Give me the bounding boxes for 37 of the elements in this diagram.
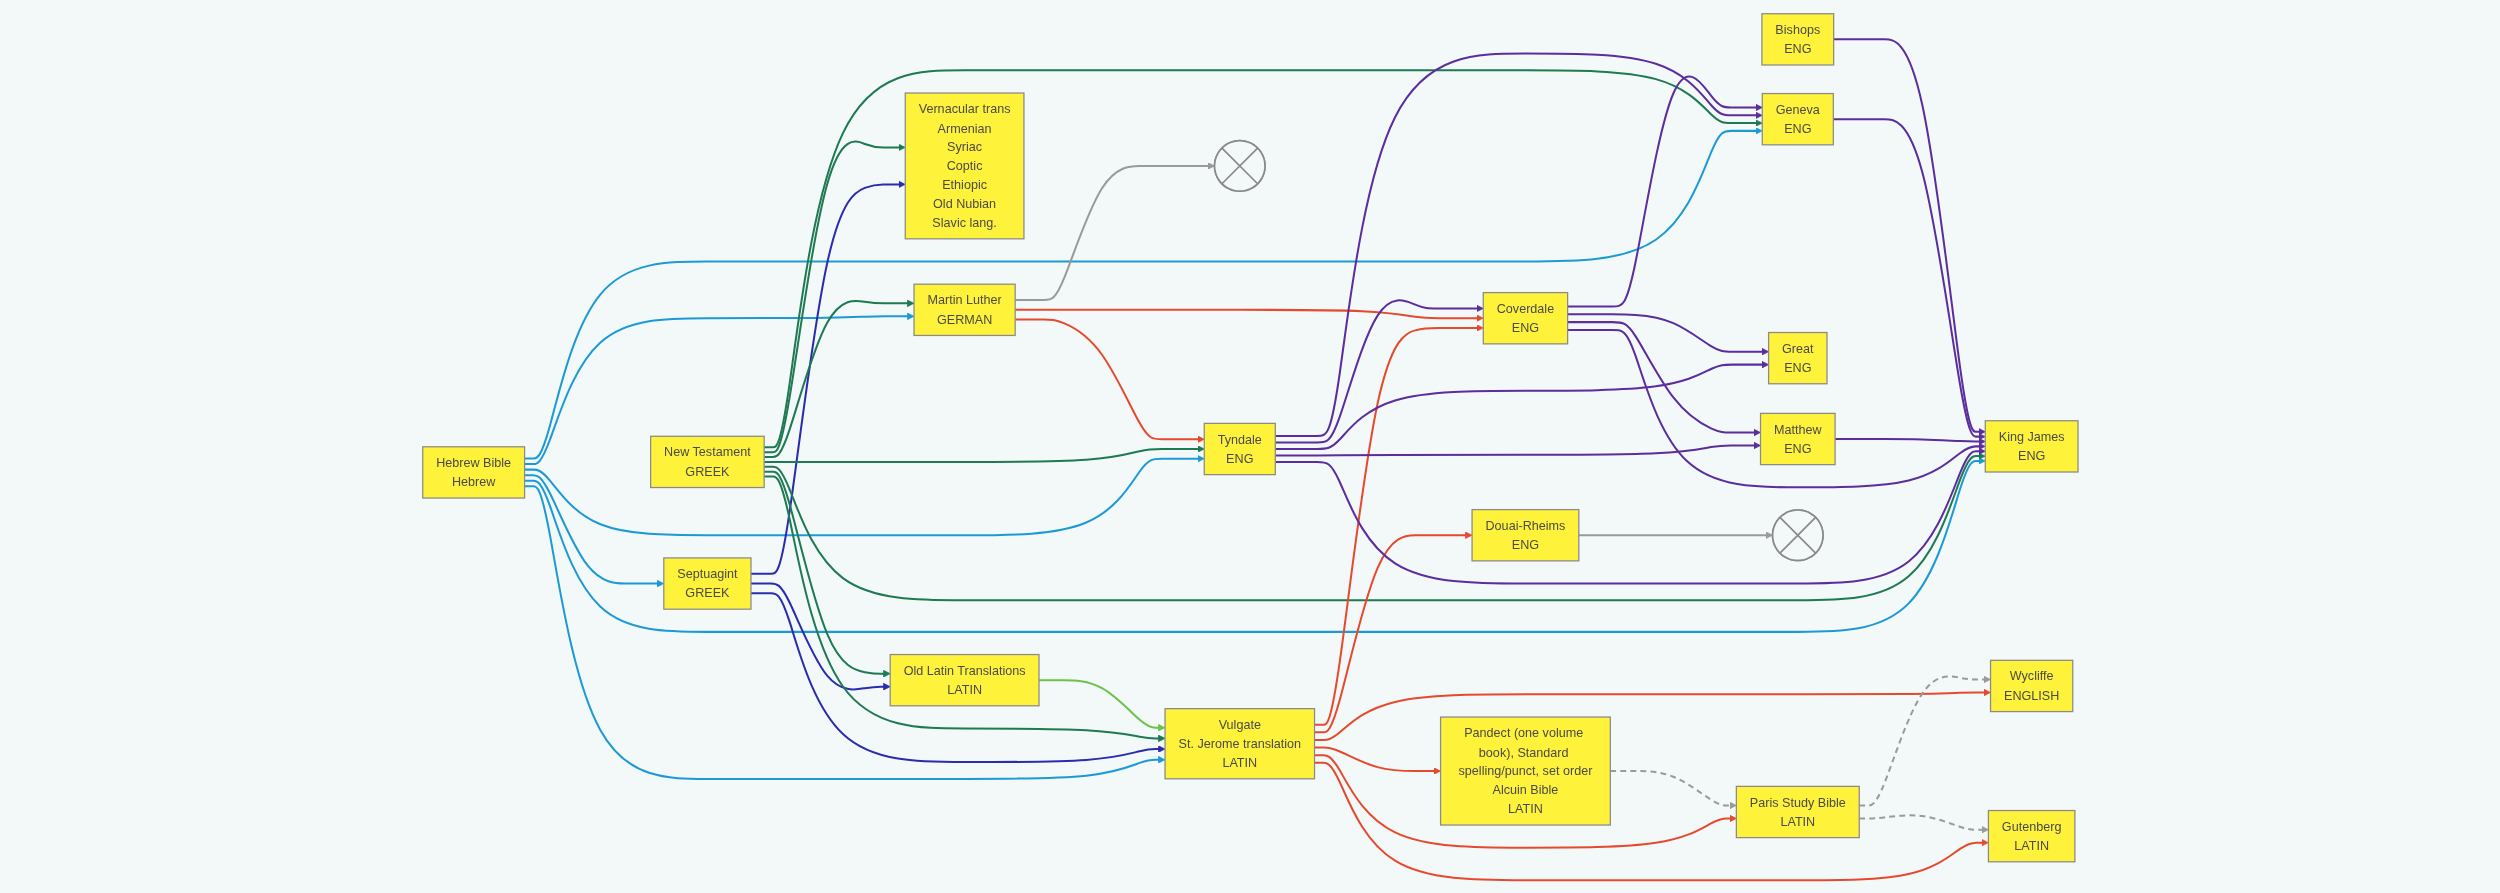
arrow — [1578, 531, 1773, 539]
node-box: Bishops ENG — [1760, 12, 1834, 66]
node-box: New Testament GREEK — [649, 435, 765, 488]
node-box: Coverdale ENG — [1482, 291, 1568, 344]
node-box: Geneva ENG — [1761, 92, 1834, 145]
node-box: Pandect (one volume book), Standard spelling/punct, set order Alcuin Bible LATIN — [1439, 715, 1611, 826]
arrow — [763, 475, 1165, 742]
node-box: Matthew ENG — [1759, 412, 1836, 465]
node-box: King James ENG — [1984, 419, 2079, 473]
arrow — [524, 473, 664, 587]
node-box: Douai-Rheims ENG — [1471, 508, 1580, 561]
node-box: Wycliffe ENGLISH — [1989, 659, 2073, 712]
arrow — [524, 484, 1165, 780]
arrow — [750, 591, 1165, 763]
node-box: Vulgate St. Jerome translation LATIN — [1164, 707, 1315, 779]
arrow — [524, 312, 914, 465]
arrow — [763, 299, 914, 458]
arrow — [1314, 761, 1989, 881]
arrow — [1274, 441, 1761, 456]
arrow — [1014, 161, 1215, 301]
node-box: Martin Luther GERMAN — [913, 283, 1016, 336]
arrow — [1314, 746, 1441, 775]
node-box: Gutenberg LATIN — [1987, 809, 2076, 862]
node-box: Paris Study Bible LATIN — [1735, 785, 1860, 838]
arrow — [1314, 688, 1991, 741]
arrow — [1858, 813, 1989, 833]
node-box: Old Latin Translations LATIN — [889, 653, 1040, 706]
node-box: Vernacular trans Armenian Syriac Coptic Ethiopic Old Nubian Slavic lang. — [904, 91, 1025, 239]
arrow — [1567, 312, 1769, 355]
arrow — [1567, 320, 1761, 436]
arrow — [1274, 360, 1769, 450]
node-box: Tyndale ENG — [1203, 422, 1276, 475]
node-box: Hebrew Bible Hebrew — [421, 445, 525, 499]
arrow — [1858, 674, 1991, 806]
arrow — [1038, 678, 1165, 731]
node-box: Septuagint GREEK — [662, 556, 752, 610]
node-box: Great ENG — [1767, 331, 1828, 384]
